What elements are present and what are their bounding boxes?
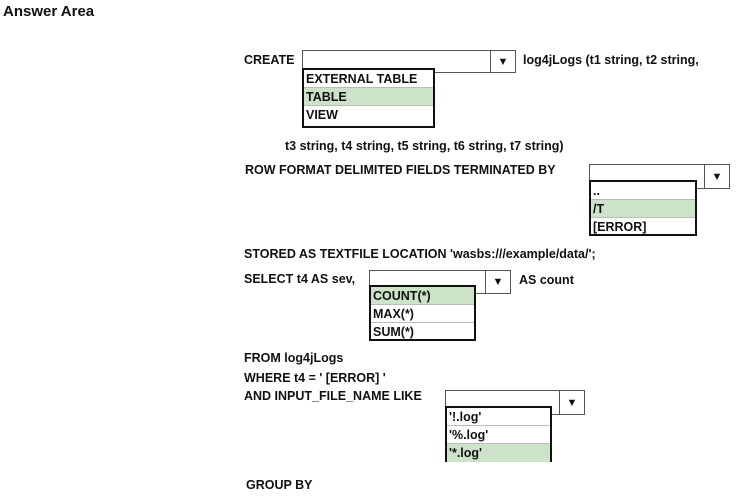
- option-slash-t[interactable]: /T: [591, 200, 695, 218]
- option-external-table[interactable]: EXTERNAL TABLE: [304, 70, 433, 88]
- input-file-name-clause: AND INPUT_FILE_NAME LIKE: [244, 389, 422, 403]
- option-star-log[interactable]: '*.log': [447, 444, 550, 462]
- option-exclamation-log[interactable]: '!.log': [447, 408, 550, 426]
- stored-as-clause: STORED AS TEXTFILE LOCATION 'wasbs:///ex…: [244, 247, 596, 261]
- chevron-down-icon[interactable]: ▼: [490, 51, 515, 72]
- aggregate-options: COUNT(*) MAX(*) SUM(*): [369, 285, 476, 341]
- table-definition-line-1: log4jLogs (t1 string, t2 string,: [523, 53, 699, 67]
- table-definition-line-2: t3 string, t4 string, t5 string, t6 stri…: [285, 139, 564, 153]
- chevron-down-icon[interactable]: ▼: [559, 391, 584, 414]
- from-clause: FROM log4jLogs: [244, 351, 344, 365]
- option-error[interactable]: [ERROR]: [593, 220, 647, 234]
- as-count-text: AS count: [519, 273, 574, 287]
- file-pattern-options: '!.log' '%.log' '*.log': [445, 406, 552, 462]
- option-count[interactable]: COUNT(*): [371, 287, 474, 305]
- row-format-clause: ROW FORMAT DELIMITED FIELDS TERMINATED B…: [245, 163, 556, 177]
- chevron-down-icon[interactable]: ▼: [485, 271, 510, 293]
- option-view[interactable]: VIEW: [306, 108, 338, 122]
- delimiter-options: .. /T [ERROR]: [589, 180, 697, 236]
- chevron-down-icon[interactable]: ▼: [704, 165, 729, 188]
- option-table[interactable]: TABLE: [304, 88, 433, 106]
- option-max[interactable]: MAX(*): [371, 305, 474, 323]
- option-percent-log[interactable]: '%.log': [447, 426, 550, 444]
- option-dots[interactable]: ..: [591, 182, 695, 200]
- select-clause: SELECT t4 AS sev,: [244, 272, 356, 286]
- create-keyword: CREATE: [244, 53, 295, 67]
- where-clause: WHERE t4 = ' [ERROR] ': [244, 371, 386, 385]
- answer-area-title: Answer Area: [3, 3, 95, 20]
- option-sum[interactable]: SUM(*): [373, 325, 414, 339]
- table-type-options: EXTERNAL TABLE TABLE VIEW: [302, 68, 435, 128]
- group-by-clause: GROUP BY: [246, 478, 313, 492]
